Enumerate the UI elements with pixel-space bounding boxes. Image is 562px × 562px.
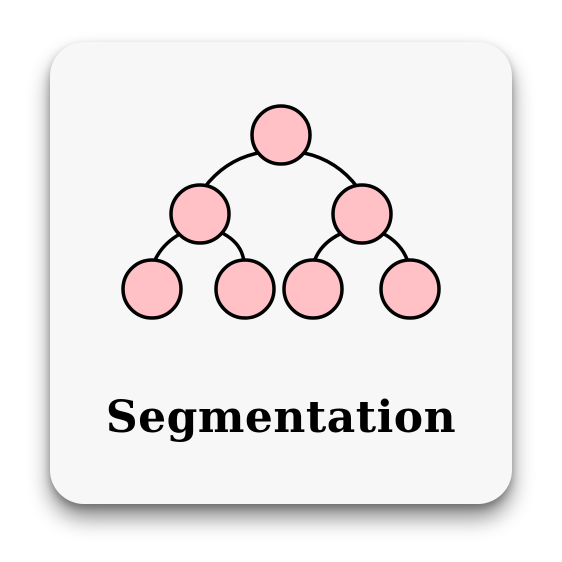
node-leaf-4 xyxy=(379,258,441,320)
card-title: Segmentation xyxy=(105,392,457,443)
edge-left-leaf2 xyxy=(222,232,246,264)
edge-right-leaf3 xyxy=(312,232,342,264)
tree-nodes xyxy=(121,104,441,320)
edge-root-left xyxy=(202,151,260,190)
edge-right-leaf4 xyxy=(382,232,410,264)
edge-root-right xyxy=(302,151,360,190)
node-right xyxy=(331,183,393,245)
node-root xyxy=(250,104,312,166)
edge-left-leaf1 xyxy=(152,232,182,264)
node-left xyxy=(169,183,231,245)
node-leaf-2 xyxy=(214,258,276,320)
node-leaf-1 xyxy=(121,258,183,320)
node-leaf-3 xyxy=(282,258,344,320)
